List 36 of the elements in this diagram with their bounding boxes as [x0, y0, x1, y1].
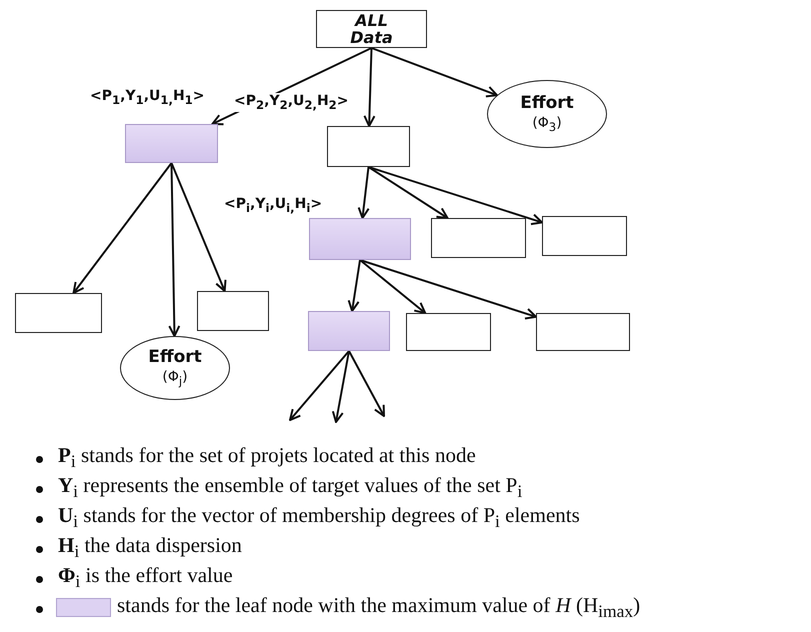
tree-node-box: [197, 291, 269, 331]
tree-node-box: [431, 218, 526, 258]
bullet-text: Φ$_{i}$ is the effort value: [58, 563, 233, 592]
bullet-text: Y$_{i}$ represents the ensemble of target values of the set P$_{i}$: [58, 473, 522, 502]
tree-node-box: [15, 293, 102, 333]
arrow: [72, 162, 172, 294]
arrow: [360, 259, 537, 320]
highlighted-tree-node: [309, 218, 411, 260]
arrow: [168, 162, 180, 337]
effort-symbol: (Φ$_{3}$): [532, 114, 562, 136]
arrow: [170, 162, 226, 292]
bullet-text: H$_{i}$ the data dispersion: [58, 533, 242, 562]
effort-symbol: (Φ$_{j}$): [162, 368, 188, 390]
tree-node-box: [536, 313, 630, 351]
arrow: [289, 350, 350, 421]
bullet-text: U$_{i}$ stands for the vector of membership degrees of P$_{i}$ elements: [58, 503, 580, 532]
tree-node-box: [327, 126, 410, 167]
tree-node-box: [542, 216, 627, 256]
node-title: Effort: [148, 346, 202, 368]
node-title: Effort: [520, 92, 574, 114]
arrow: [332, 350, 350, 423]
arrow: [348, 350, 385, 417]
tree-node-box: [406, 313, 491, 351]
arrow: [348, 260, 361, 312]
root-node-box: [316, 10, 427, 48]
bullet-text: P$_{i}$ stands for the set of projets located at this node: [58, 443, 476, 472]
node-label: ALL Data: [349, 12, 394, 46]
arrow: [368, 166, 543, 226]
arrow: [368, 166, 449, 219]
legend-text: stands for the leaf node with the maximum value of H (H$_{imax}$): [117, 593, 640, 622]
arrow: [358, 166, 370, 219]
arrow: [359, 259, 426, 314]
highlighted-tree-node: [308, 311, 390, 351]
highlighted-tree-node: [125, 124, 218, 163]
arrow: [371, 47, 498, 98]
arrow: [363, 48, 376, 127]
